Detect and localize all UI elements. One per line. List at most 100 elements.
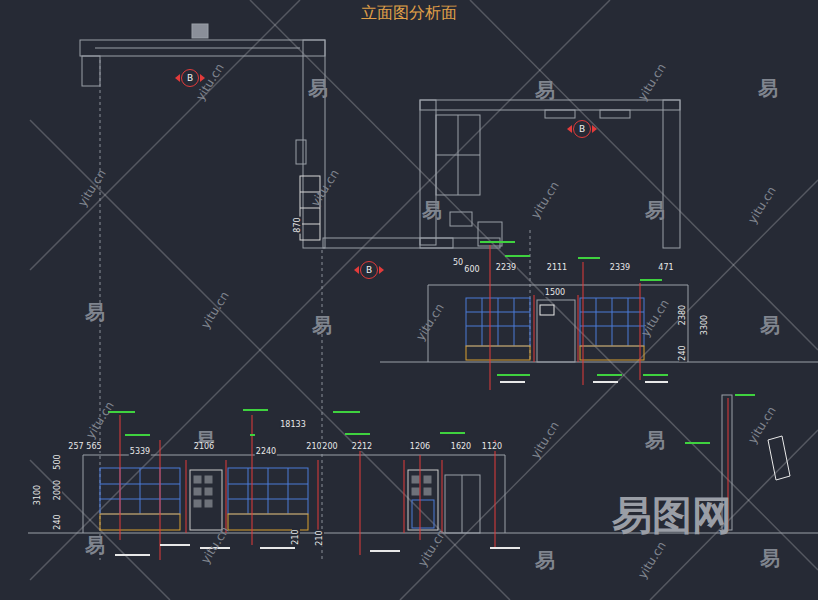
- cad-line: [115, 382, 668, 555]
- cad-line: [192, 24, 208, 38]
- watermark: yitu.cn: [76, 168, 108, 209]
- cad-line: [194, 488, 201, 495]
- cad-line: [408, 470, 438, 530]
- cad-line: [300, 224, 320, 225]
- cad-line: [360, 440, 361, 555]
- dimension: 2111: [546, 264, 568, 272]
- marker-letter: B: [187, 74, 193, 83]
- cad-line: [420, 455, 421, 540]
- cad-line: [205, 488, 212, 495]
- cad-line: [82, 56, 100, 86]
- cad-line: [612, 298, 613, 346]
- cad-line: [300, 176, 320, 240]
- watermark: 易: [760, 315, 780, 335]
- cad-line: [140, 468, 141, 514]
- dimension: 2212: [351, 443, 373, 451]
- watermark: 易: [535, 550, 555, 570]
- cad-line: [593, 381, 618, 383]
- cad-line: [768, 436, 790, 480]
- cad-line: [445, 475, 480, 533]
- cad-line: [379, 266, 384, 274]
- dimension: 870: [294, 216, 302, 233]
- cad-line: [685, 442, 710, 444]
- watermark: 易: [312, 315, 332, 335]
- dimension: 2240: [255, 448, 277, 456]
- dimension: 1120: [481, 443, 503, 451]
- dimension: 210: [305, 443, 322, 451]
- cad-line: [354, 266, 359, 274]
- dimension: 210: [316, 529, 324, 546]
- cad-line: [100, 298, 644, 528]
- dimension: 1206: [409, 443, 431, 451]
- cad-line: [424, 488, 431, 495]
- cad-line: [100, 484, 180, 485]
- cad-line: [466, 326, 530, 327]
- cad-line: [80, 40, 325, 56]
- cad-line: [450, 212, 472, 226]
- cad-line: [466, 298, 530, 346]
- cad-line: [580, 312, 644, 313]
- cad-line: [412, 500, 434, 528]
- cad-line: [404, 460, 405, 533]
- cad-line: [125, 434, 150, 436]
- cad-line: [100, 346, 644, 530]
- cad-line: [370, 550, 400, 552]
- cad-line: [583, 262, 584, 385]
- cad-line: [30, 0, 818, 600]
- watermark: yitu.cn: [414, 302, 446, 343]
- cad-line: [490, 547, 520, 549]
- cad-line: [466, 346, 530, 360]
- cad-line: [380, 362, 818, 363]
- cad-line: [322, 250, 323, 560]
- cad-line: [115, 554, 150, 556]
- cad-line: [640, 279, 662, 281]
- cad-line: [194, 476, 431, 507]
- cad-line: [440, 432, 465, 434]
- cad-line: [462, 475, 463, 533]
- dimension: 471: [657, 264, 674, 272]
- cad-line: [643, 374, 668, 376]
- dimension: 50: [452, 259, 464, 267]
- cad-line: [495, 440, 496, 548]
- cad-line: [288, 468, 289, 514]
- cad-line: [498, 298, 499, 346]
- dimension: 600: [463, 266, 480, 274]
- cad-line: [497, 374, 530, 376]
- cad-line: [424, 476, 431, 483]
- cad-line: [296, 140, 306, 164]
- title: 立面图分析面: [0, 3, 818, 24]
- cad-line: [160, 544, 190, 546]
- dimension: 210: [292, 528, 300, 545]
- watermark: 易: [645, 430, 665, 450]
- dimension: 1620: [450, 443, 472, 451]
- cad-line: [537, 300, 575, 362]
- cad-line: [100, 60, 530, 560]
- cad-line: [596, 298, 597, 346]
- dimension: 1500: [544, 289, 566, 297]
- cad-line: [592, 125, 597, 133]
- cad-line: [108, 242, 755, 443]
- watermark: 易: [645, 200, 665, 220]
- marker-letter: B: [579, 125, 585, 134]
- watermark: yitu.cn: [199, 525, 231, 566]
- watermark: 易: [535, 80, 555, 100]
- cad-line: [735, 394, 755, 396]
- dimension: 2106: [193, 443, 215, 451]
- watermark: yitu.cn: [636, 540, 668, 581]
- dimension: 2339: [609, 264, 631, 272]
- cad-line: [436, 155, 480, 156]
- cad-line: [400, 180, 818, 600]
- cad-line: [226, 460, 227, 533]
- cad-line: [412, 476, 419, 483]
- cad-line: [505, 255, 530, 257]
- cad-line: [318, 460, 319, 533]
- cad-line: [30, 120, 510, 600]
- cad-line: [30, 0, 610, 580]
- dimension: 240: [54, 513, 62, 530]
- cad-line: [645, 381, 668, 383]
- cad-line: [194, 476, 201, 483]
- cad-line: [580, 326, 644, 327]
- cad-line: [95, 48, 300, 49]
- cad-line: [100, 514, 180, 530]
- cad-line: [160, 440, 161, 560]
